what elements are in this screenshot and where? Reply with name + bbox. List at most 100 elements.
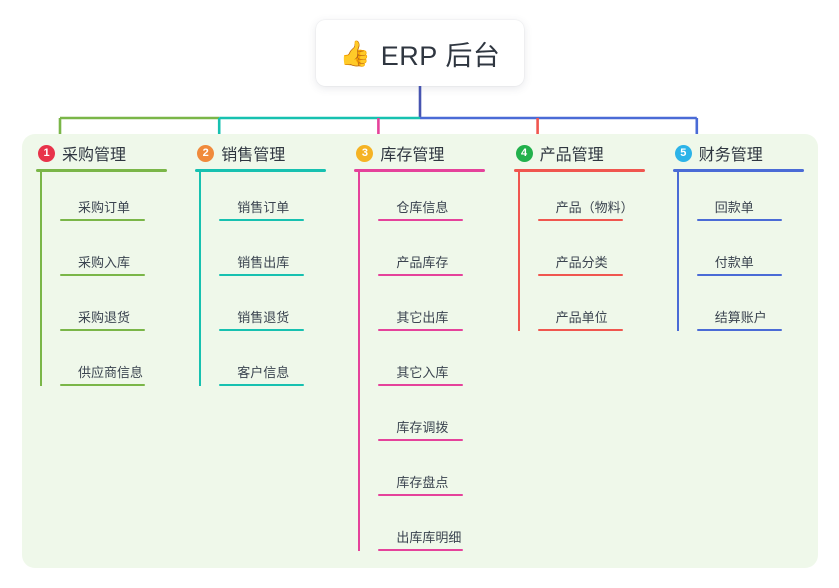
branch-item-label: 仓库信息 [396, 200, 449, 215]
branch-column-1: 1 采购管理采购订单采购入库采购退货供应商信息 [22, 134, 181, 568]
branch-item[interactable]: 供应商信息 [42, 337, 181, 392]
branch-column-4: 4 产品管理产品（物料） 产品分类产品单位 [500, 134, 659, 568]
branch-items: 回款单付款单结算账户 [659, 172, 818, 337]
branch-item[interactable]: 销售出库 [201, 227, 340, 282]
root-node-card[interactable]: 👍 ERP 后台 [316, 20, 524, 86]
branch-item-underline [378, 219, 464, 221]
branch-title: 采购管理 [62, 147, 127, 164]
branch-items: 仓库信息产品库存其它出库其它入库库存调拨库存盘点出库库明细 [340, 172, 499, 557]
branch-item-underline [537, 219, 623, 221]
branch-item-underline [537, 274, 623, 276]
branch-item-underline [219, 219, 305, 221]
branch-item-underline [378, 494, 464, 496]
branch-item-label: 付款单 [714, 255, 754, 270]
branch-item-label: 销售退货 [237, 310, 290, 325]
branch-item-label: 产品库存 [396, 255, 449, 270]
branch-item-label: 产品分类 [555, 255, 608, 270]
branch-item-label: 采购订单 [78, 200, 131, 215]
branch-item[interactable]: 产品分类 [520, 227, 659, 282]
branch-item[interactable]: 产品库存 [360, 227, 499, 282]
branch-item[interactable]: 采购退货 [42, 282, 181, 337]
branch-number-badge: 3 [356, 144, 374, 162]
branch-item-underline [219, 384, 305, 386]
branch-title: 库存管理 [380, 147, 445, 164]
branch-item-underline [219, 329, 305, 331]
branch-title: 产品管理 [539, 147, 604, 164]
branch-title: 财务管理 [698, 147, 763, 164]
branch-column-3: 3 库存管理仓库信息产品库存其它出库其它入库库存调拨库存盘点出库库明细 [340, 134, 499, 568]
branch-number-badge: 4 [515, 144, 533, 162]
branch-item-label: 产品单位 [555, 310, 608, 325]
branch-item-underline [378, 439, 464, 441]
branch-item-label: 回款单 [714, 200, 754, 215]
branch-item[interactable]: 采购入库 [42, 227, 181, 282]
branch-item-underline [696, 329, 782, 331]
branch-title: 销售管理 [221, 147, 286, 164]
branch-item[interactable]: 产品单位 [520, 282, 659, 337]
branch-spine [676, 172, 679, 331]
branch-header-underline [354, 169, 486, 172]
branch-item[interactable]: 出库库明细 [360, 502, 499, 557]
branch-item-label: 采购入库 [78, 255, 131, 270]
branch-columns: 1 采购管理采购订单采购入库采购退货供应商信息 2 销售管理销售订单销售出库销售退货客… [22, 134, 818, 568]
branch-item[interactable]: 采购订单 [42, 172, 181, 227]
branch-item[interactable]: 销售订单 [201, 172, 340, 227]
branch-number-badge: 2 [197, 144, 215, 162]
branch-item-underline [696, 274, 782, 276]
branch-header[interactable]: 2 销售管理 [181, 134, 340, 172]
branch-item-underline [696, 219, 782, 221]
branch-items: 销售订单销售出库销售退货客户信息 [181, 172, 340, 392]
branch-item[interactable]: 付款单 [679, 227, 818, 282]
branch-item-underline [378, 384, 464, 386]
branch-item-label: 其它入库 [396, 365, 449, 380]
branch-item-label: 库存调拨 [396, 420, 449, 435]
branch-item-underline [378, 549, 464, 551]
branch-item[interactable]: 产品（物料） [520, 172, 659, 227]
branch-number-badge: 1 [38, 144, 55, 162]
branch-header[interactable]: 5 财务管理 [659, 134, 818, 172]
branch-header[interactable]: 1 采购管理 [22, 134, 181, 172]
branch-items: 产品（物料） 产品分类产品单位 [500, 172, 659, 337]
branch-item-underline [378, 329, 464, 331]
branch-item[interactable]: 回款单 [679, 172, 818, 227]
branch-item[interactable]: 结算账户 [679, 282, 818, 337]
branch-item[interactable]: 客户信息 [201, 337, 340, 392]
thumbs-up-icon: 👍 [339, 39, 371, 68]
branch-item-label: 产品（物料） [555, 200, 634, 215]
branch-item-label: 结算账户 [714, 310, 767, 325]
branch-item-underline [60, 274, 145, 276]
branch-spine [358, 172, 361, 551]
branch-number-badge: 5 [674, 144, 692, 162]
branch-item-underline [378, 274, 464, 276]
branch-spine [40, 172, 42, 386]
branch-item[interactable]: 库存调拨 [360, 392, 499, 447]
branch-item-underline [60, 219, 145, 221]
branch-item-label: 销售订单 [237, 200, 290, 215]
branch-item-underline [60, 384, 145, 386]
branch-spine [199, 172, 202, 386]
branch-header[interactable]: 4 产品管理 [500, 134, 659, 172]
branch-header-underline [513, 169, 645, 172]
branch-item[interactable]: 销售退货 [201, 282, 340, 337]
branch-item-label: 客户信息 [237, 365, 290, 380]
branch-item-label: 销售出库 [237, 255, 290, 270]
branch-item[interactable]: 其它入库 [360, 337, 499, 392]
branch-item[interactable]: 库存盘点 [360, 447, 499, 502]
branch-item-label: 出库库明细 [396, 530, 462, 545]
branch-item-label: 其它出库 [396, 310, 449, 325]
root-node-title: ERP 后台 [380, 40, 501, 71]
branch-item[interactable]: 其它出库 [360, 282, 499, 337]
branch-header[interactable]: 3 库存管理 [340, 134, 499, 172]
branch-item-underline [60, 329, 145, 331]
branch-item-underline [537, 329, 623, 331]
branch-item[interactable]: 仓库信息 [360, 172, 499, 227]
branch-items: 采购订单采购入库采购退货供应商信息 [22, 172, 181, 392]
branch-spine [517, 172, 520, 331]
branch-item-label: 供应商信息 [78, 365, 144, 380]
branch-item-underline [219, 274, 305, 276]
branch-column-5: 5 财务管理回款单付款单结算账户 [659, 134, 818, 568]
branch-item-label: 采购退货 [78, 310, 131, 325]
branch-column-2: 2 销售管理销售订单销售出库销售退货客户信息 [181, 134, 340, 568]
branch-header-underline [672, 169, 804, 172]
